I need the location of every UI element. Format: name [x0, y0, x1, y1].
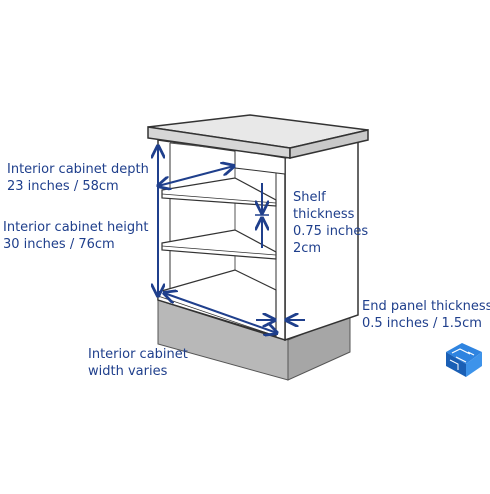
floor-plan-icon — [446, 343, 482, 377]
end-panel-label-line1: End panel thickness — [362, 299, 490, 314]
height-label-line2: 30 inches / 76cm — [3, 237, 115, 252]
height-label-line1: Interior cabinet height — [3, 220, 149, 235]
countertop — [147, 114, 369, 159]
shelf-label-line1: Shelf — [293, 190, 326, 205]
depth-label: Interior cabinet depth 23 inches / 58cm — [7, 161, 149, 195]
width-label-line2: width varies — [88, 364, 168, 379]
shelf-thickness-label: Shelf thickness 0.75 inches 2cm — [293, 189, 368, 257]
height-label: Interior cabinet height 30 inches / 76cm — [3, 219, 148, 253]
depth-label-line1: Interior cabinet depth — [7, 162, 149, 177]
width-label-line1: Interior cabinet — [88, 347, 188, 362]
shelf-label-line4: 2cm — [293, 241, 322, 256]
depth-arrow — [158, 166, 234, 186]
end-panel-label: End panel thickness 0.5 inches / 1.5cm — [362, 298, 490, 332]
shelf-label-line3: 0.75 inches — [293, 224, 369, 239]
depth-label-line2: 23 inches / 58cm — [7, 179, 119, 194]
width-label: Interior cabinet width varies — [88, 346, 188, 380]
shelf-label-line2: thickness — [293, 207, 355, 222]
end-panel-label-line2: 0.5 inches / 1.5cm — [362, 316, 482, 331]
width-arrow — [164, 293, 277, 333]
dimension-arrows — [158, 146, 305, 333]
